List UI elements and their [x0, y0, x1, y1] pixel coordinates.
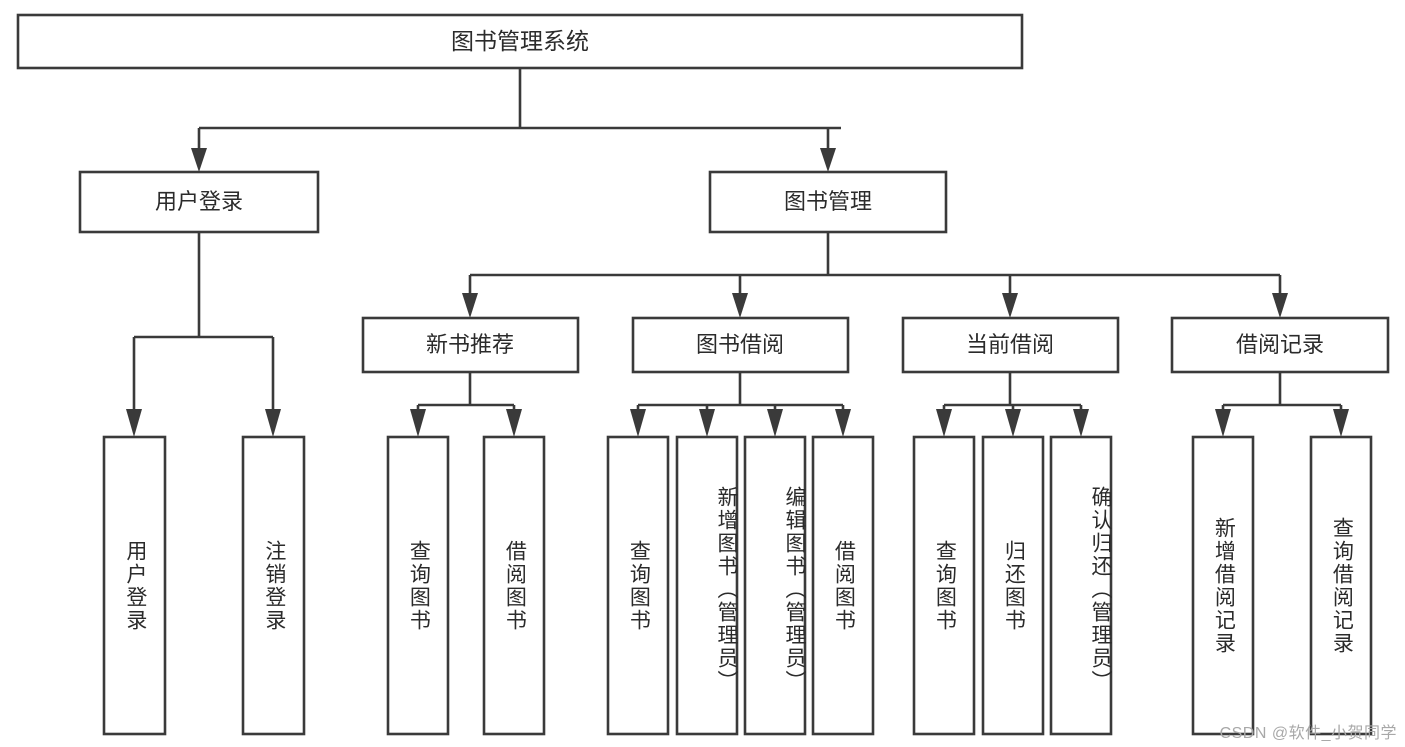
new-book-recommend-box[interactable] — [361, 316, 580, 374]
arrow-to-leaf-borrow-book-1 — [506, 409, 522, 437]
user-login-label: 用户登录 — [155, 189, 243, 214]
leaf-logout-login-box[interactable] — [241, 435, 306, 736]
arrow-to-leaf-edit-book — [767, 409, 783, 437]
current-borrow-box[interactable] — [901, 316, 1120, 374]
csdn-watermark: CSDN @软件_小贺同学 — [1219, 725, 1397, 742]
leaf-query-record-box[interactable] — [1309, 435, 1373, 736]
current-borrow-label: 当前借阅 — [966, 332, 1054, 357]
arrow-root-to-book-management — [820, 148, 836, 172]
book-management-box[interactable] — [708, 170, 948, 234]
arrow-to-leaf-borrow-book-2 — [835, 409, 851, 437]
arrow-to-leaf-user-login — [126, 409, 142, 437]
arrow-to-leaf-add-book — [699, 409, 715, 437]
leaf-confirm-return-box[interactable] — [1049, 435, 1113, 736]
leaf-borrow-book-2-box[interactable] — [811, 435, 875, 736]
book-management-label: 图书管理 — [784, 189, 872, 214]
borrow-record-label: 借阅记录 — [1236, 332, 1324, 357]
leaf-query-book-2-box[interactable] — [606, 435, 670, 736]
leaf-return-book-box[interactable] — [981, 435, 1045, 736]
root-box[interactable] — [16, 13, 1024, 70]
leaf-query-book-3-box[interactable] — [912, 435, 976, 736]
arrow-to-book-borrow — [732, 293, 748, 318]
node-root[interactable]: 图书管理系统 — [16, 13, 1024, 70]
arrow-to-current-borrow — [1002, 293, 1018, 318]
arrow-to-borrow-record — [1272, 293, 1288, 318]
arrow-to-leaf-confirm-return — [1073, 409, 1089, 437]
book-borrow-label: 图书借阅 — [696, 332, 784, 357]
connector-layer — [126, 68, 1349, 437]
node-current-borrow[interactable]: 当前借阅 — [901, 316, 1120, 374]
node-new-book-recommend[interactable]: 新书推荐 — [361, 316, 580, 374]
user-login-box[interactable] — [78, 170, 320, 234]
node-book-management[interactable]: 图书管理 — [708, 170, 948, 234]
leaf-add-record-box[interactable] — [1191, 435, 1255, 736]
leaf-box-layer[interactable] — [102, 435, 1373, 736]
leaf-user-login-box[interactable] — [102, 435, 167, 736]
arrow-root-to-user-login — [191, 148, 207, 172]
arrow-to-new-book-recommend — [462, 293, 478, 318]
node-user-login[interactable]: 用户登录 — [78, 170, 320, 234]
root-label: 图书管理系统 — [451, 28, 589, 54]
arrow-to-leaf-logout-login — [265, 409, 281, 437]
leaf-add-book-box[interactable] — [675, 435, 739, 736]
arrow-to-leaf-query-book-3 — [936, 409, 952, 437]
borrow-record-box[interactable] — [1170, 316, 1390, 374]
node-borrow-record[interactable]: 借阅记录 — [1170, 316, 1390, 374]
node-book-borrow[interactable]: 图书借阅 — [631, 316, 850, 374]
arrow-to-leaf-add-record — [1215, 409, 1231, 437]
leaf-borrow-book-1-box[interactable] — [482, 435, 546, 736]
arrow-to-leaf-query-record — [1333, 409, 1349, 437]
arrow-to-leaf-query-book-2 — [630, 409, 646, 437]
new-book-recommend-label: 新书推荐 — [426, 332, 514, 357]
arrow-to-leaf-return-book — [1005, 409, 1021, 437]
arrow-to-leaf-query-book-1 — [410, 409, 426, 437]
book-borrow-box[interactable] — [631, 316, 850, 374]
leaf-edit-book-box[interactable] — [743, 435, 807, 736]
leaf-query-book-1-box[interactable] — [386, 435, 450, 736]
